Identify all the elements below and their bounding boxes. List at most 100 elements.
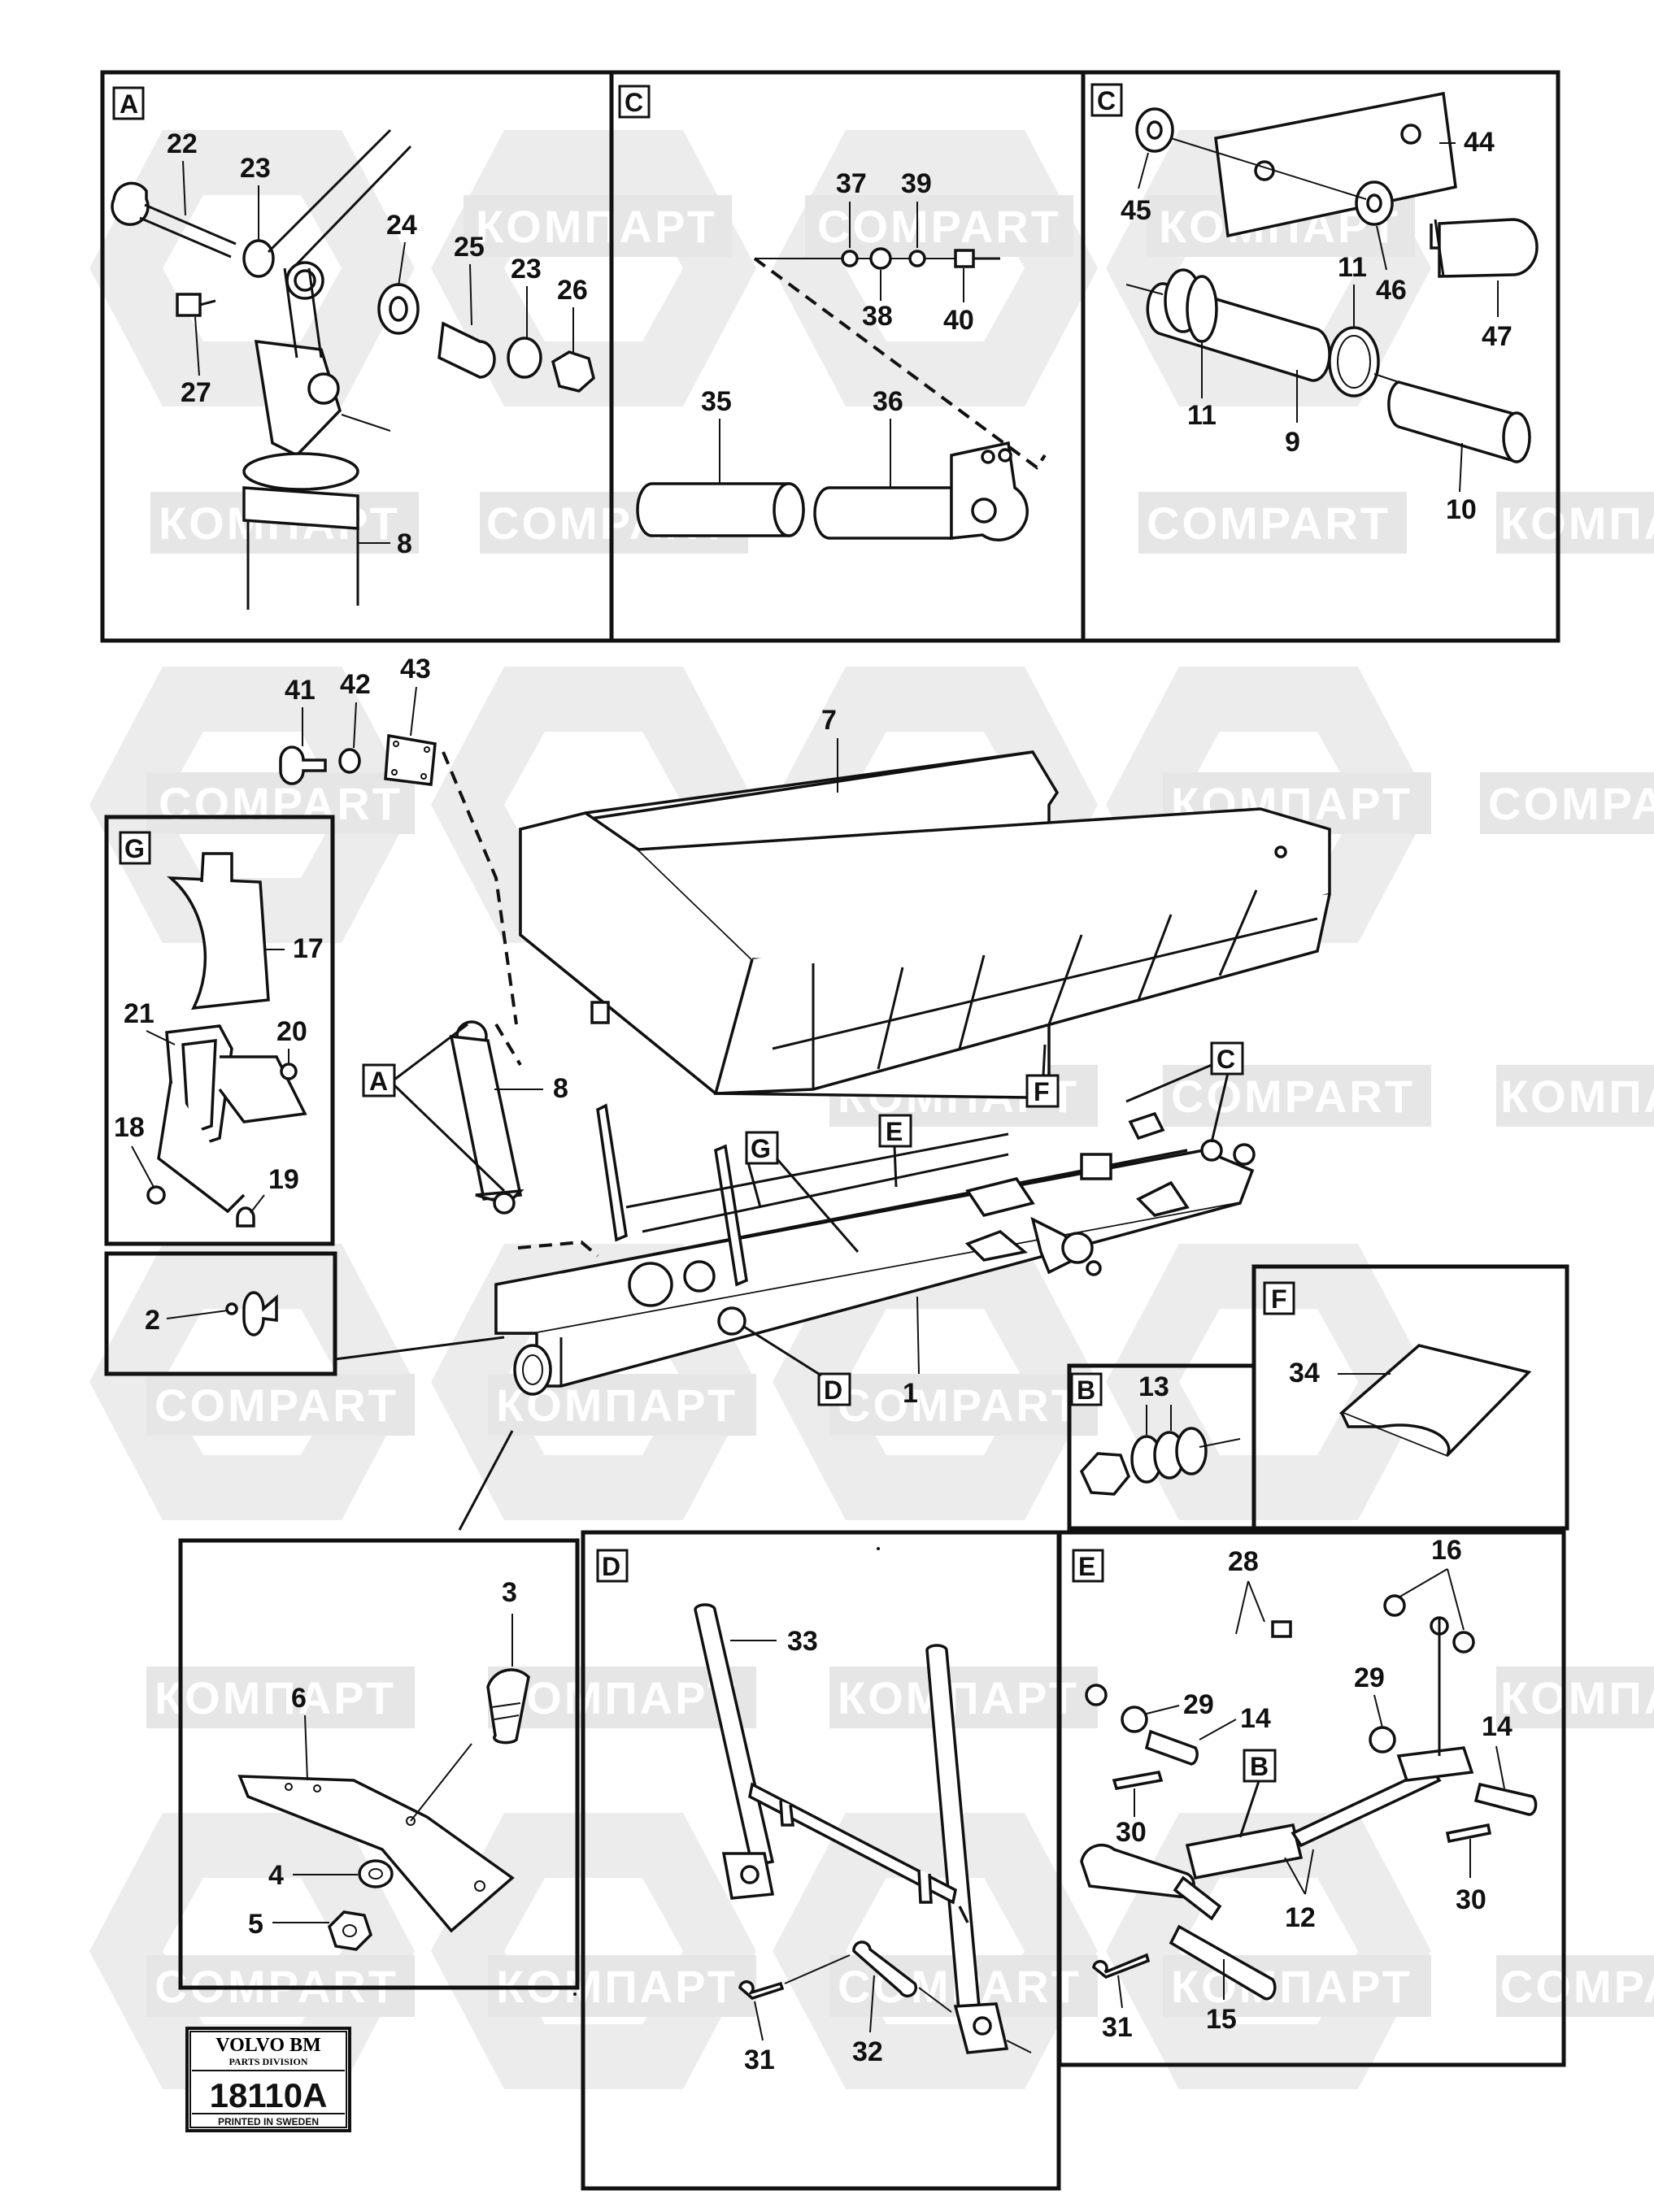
- panel-e-detail: E 28 16 29 29: [1057, 1530, 1566, 2067]
- callout-letter: E: [886, 1117, 903, 1146]
- callout-letter: C: [1217, 1045, 1235, 1074]
- watermark-text: COMPART: [1147, 498, 1391, 549]
- label-29b: 29: [1354, 1662, 1385, 1693]
- watermark-text: COMPART: [155, 1380, 398, 1431]
- label-45: 45: [1121, 195, 1151, 226]
- label-13: 13: [1138, 1371, 1169, 1402]
- watermark-text: COMPART: [838, 1380, 1082, 1431]
- label-23b: 23: [511, 254, 542, 285]
- panel-letter: B: [1077, 1375, 1095, 1405]
- label-28: 28: [1228, 1546, 1259, 1577]
- label-12: 12: [1285, 1902, 1316, 1933]
- panel-bottom-left: 3 6 4 5: [178, 1430, 580, 1996]
- callout-letter: A: [369, 1067, 388, 1096]
- label-24: 24: [386, 210, 417, 241]
- label-33: 33: [787, 1626, 818, 1657]
- label-39: 39: [901, 168, 932, 199]
- label-34: 34: [1289, 1358, 1320, 1388]
- stamp-division: PARTS DIVISION: [229, 2056, 307, 2067]
- watermark-text: КОМПАРТ: [1500, 1071, 1654, 1122]
- watermark-text: КОМПАРТ: [476, 201, 717, 252]
- callout-letter: G: [751, 1134, 771, 1163]
- label-44: 44: [1464, 127, 1495, 158]
- panel-g-detail: G 17 21 20 18 19: [104, 815, 335, 1246]
- label-35: 35: [701, 386, 732, 417]
- label-31e: 31: [1102, 2012, 1133, 2043]
- label-7: 7: [821, 705, 837, 736]
- panel-a-detail: A 22 23: [111, 86, 595, 610]
- panel-c-middle: C 37 39 38 40 35 36: [618, 85, 1047, 541]
- panel-letter: C: [625, 88, 643, 117]
- label-37: 37: [836, 168, 867, 199]
- label-8-main: 8: [553, 1073, 568, 1104]
- label-43: 43: [400, 654, 431, 684]
- watermark-text: КОМПАРТ: [1171, 1961, 1412, 2012]
- label-21: 21: [124, 998, 155, 1029]
- callout-letter: D: [824, 1375, 842, 1405]
- panel-c-right: C 44 45 46 47 11: [1090, 83, 1539, 525]
- label-3: 3: [502, 1577, 517, 1608]
- volvo-stamp: VOLVO BM PARTS DIVISION 18110A PRINTED I…: [185, 2027, 351, 2132]
- label-30a: 30: [1116, 1817, 1147, 1848]
- label-19: 19: [268, 1164, 299, 1195]
- callout-letter: B: [1250, 1752, 1269, 1781]
- panel-letter: G: [124, 834, 145, 863]
- label-11a: 11: [1338, 252, 1367, 283]
- label-1: 1: [903, 1378, 918, 1409]
- stamp-printed: PRINTED IN SWEDEN: [218, 2116, 319, 2127]
- watermark-layer: КОМПАРТ COMPART КОМПАРТ КОМПАРТ COMPART …: [89, 130, 1654, 2089]
- label-16: 16: [1431, 1535, 1462, 1566]
- panel-letter: F: [1271, 1284, 1287, 1314]
- label-8: 8: [397, 528, 412, 559]
- watermark-text: КОМПАРТ: [1500, 1672, 1654, 1723]
- label-42: 42: [340, 669, 371, 700]
- watermark-text: КОМПАРТ: [1500, 498, 1654, 549]
- label-26: 26: [557, 275, 588, 306]
- label-27: 27: [181, 377, 211, 408]
- panel-d-detail: D 33 31 32: [581, 1530, 1061, 2191]
- label-15: 15: [1206, 2004, 1237, 2035]
- watermark-text: КОМПАРТ: [155, 1672, 396, 1723]
- label-6: 6: [291, 1683, 307, 1714]
- label-32: 32: [852, 2036, 883, 2067]
- label-9: 9: [1285, 427, 1300, 458]
- label-11b: 11: [1187, 400, 1217, 431]
- label-20: 20: [276, 1016, 307, 1047]
- watermark-text: COMPART: [1488, 778, 1654, 829]
- watermark-text: КОМПАРТ: [496, 1672, 738, 1723]
- label-40: 40: [943, 305, 974, 336]
- label-46: 46: [1376, 275, 1407, 306]
- label-25: 25: [454, 232, 485, 263]
- panel-top-frame: [100, 70, 1560, 643]
- label-36: 36: [873, 386, 903, 417]
- label-5: 5: [248, 1909, 263, 1940]
- label-29a: 29: [1183, 1689, 1214, 1720]
- label-38: 38: [862, 301, 893, 332]
- callout-letter: F: [1034, 1077, 1050, 1106]
- label-2: 2: [145, 1305, 160, 1336]
- panel-2-detail: 2: [104, 1251, 505, 1376]
- stamp-brand: VOLVO BM: [215, 2035, 321, 2056]
- label-22: 22: [167, 128, 198, 159]
- label-30b: 30: [1456, 1884, 1486, 1915]
- label-23: 23: [240, 153, 271, 184]
- panel-letter: A: [120, 89, 138, 119]
- watermark-text: КОМПАРТ: [838, 1672, 1079, 1723]
- label-4: 4: [268, 1860, 284, 1891]
- label-17: 17: [293, 933, 324, 964]
- stamp-number: 18110A: [210, 2076, 328, 2114]
- panel-f-detail: F 34: [1251, 1264, 1569, 1531]
- watermark-text: COMPART: [1500, 1961, 1654, 2012]
- label-47: 47: [1482, 321, 1513, 352]
- label-14a: 14: [1240, 1703, 1271, 1734]
- watermark-text: COMPART: [1171, 1071, 1415, 1122]
- panel-letter: C: [1097, 86, 1116, 115]
- watermark-text: COMPART: [817, 201, 1061, 252]
- label-18: 18: [114, 1112, 145, 1143]
- watermark-text: COMPART: [159, 778, 403, 829]
- label-41: 41: [285, 675, 316, 706]
- label-14b: 14: [1482, 1711, 1513, 1742]
- label-10: 10: [1446, 494, 1477, 525]
- main-assembly: 41 42 43 7 8 A: [279, 654, 1331, 1409]
